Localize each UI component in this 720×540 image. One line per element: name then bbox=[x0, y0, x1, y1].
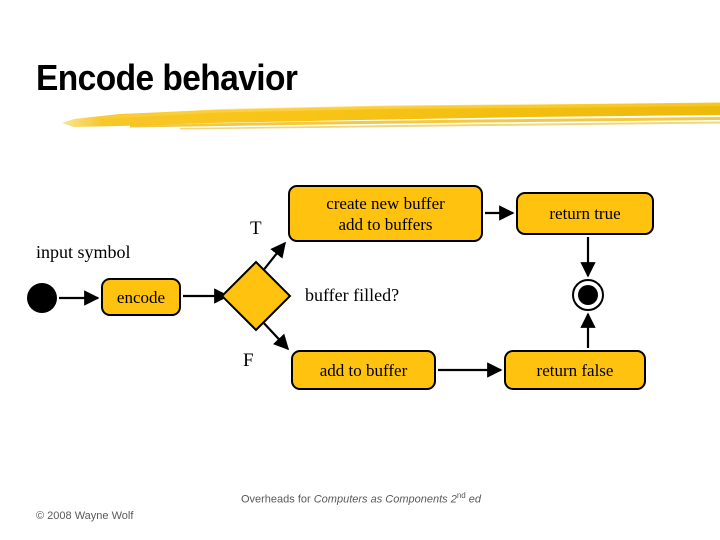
footer-credit-edition-suffix: nd bbox=[456, 491, 466, 500]
footer-credit-edition-number: 2 bbox=[450, 493, 457, 506]
activity-node-encode-label: encode bbox=[116, 287, 166, 307]
activity-node-return-true-label: return true bbox=[549, 204, 621, 223]
final-node bbox=[572, 279, 604, 311]
label-input-symbol: input symbol bbox=[36, 242, 131, 262]
activity-node-encode[interactable]: encode bbox=[101, 278, 181, 316]
activity-node-create-new-buffer-line1: create new buffer bbox=[326, 193, 445, 213]
activity-node-return-false[interactable]: return false bbox=[504, 350, 646, 390]
start-node bbox=[27, 283, 57, 313]
page-title: Encode behavior bbox=[36, 57, 298, 98]
edge-decision-true bbox=[261, 241, 286, 273]
activity-node-return-false-label: return false bbox=[536, 360, 614, 380]
decision-diamond-buffer-filled[interactable] bbox=[220, 260, 292, 332]
activity-node-return-true[interactable]: return true bbox=[516, 192, 654, 235]
footer-credit-book-title: Computers as Components bbox=[313, 493, 448, 506]
footer-credit-edition-tail: ed bbox=[465, 493, 482, 506]
brush-stroke-underline bbox=[62, 102, 720, 130]
footer-credit: Overheads for Computers as Components 2n… bbox=[216, 489, 506, 507]
activity-node-create-new-buffer[interactable]: create new buffer add to buffers bbox=[288, 185, 483, 242]
guard-label-true: T bbox=[250, 218, 262, 239]
activity-node-add-to-buffer[interactable]: add to buffer bbox=[291, 350, 436, 390]
guard-label-false: F bbox=[243, 350, 254, 371]
footer-credit-prefix: Overheads for bbox=[240, 493, 314, 506]
edge-decision-false bbox=[260, 319, 290, 351]
activity-node-add-to-buffer-label: add to buffer bbox=[319, 360, 408, 380]
footer-copyright: © 2008 Wayne Wolf bbox=[36, 510, 134, 522]
activity-node-create-new-buffer-line2: add to buffers bbox=[338, 214, 433, 234]
decision-label-buffer-filled: buffer filled? bbox=[305, 285, 400, 305]
